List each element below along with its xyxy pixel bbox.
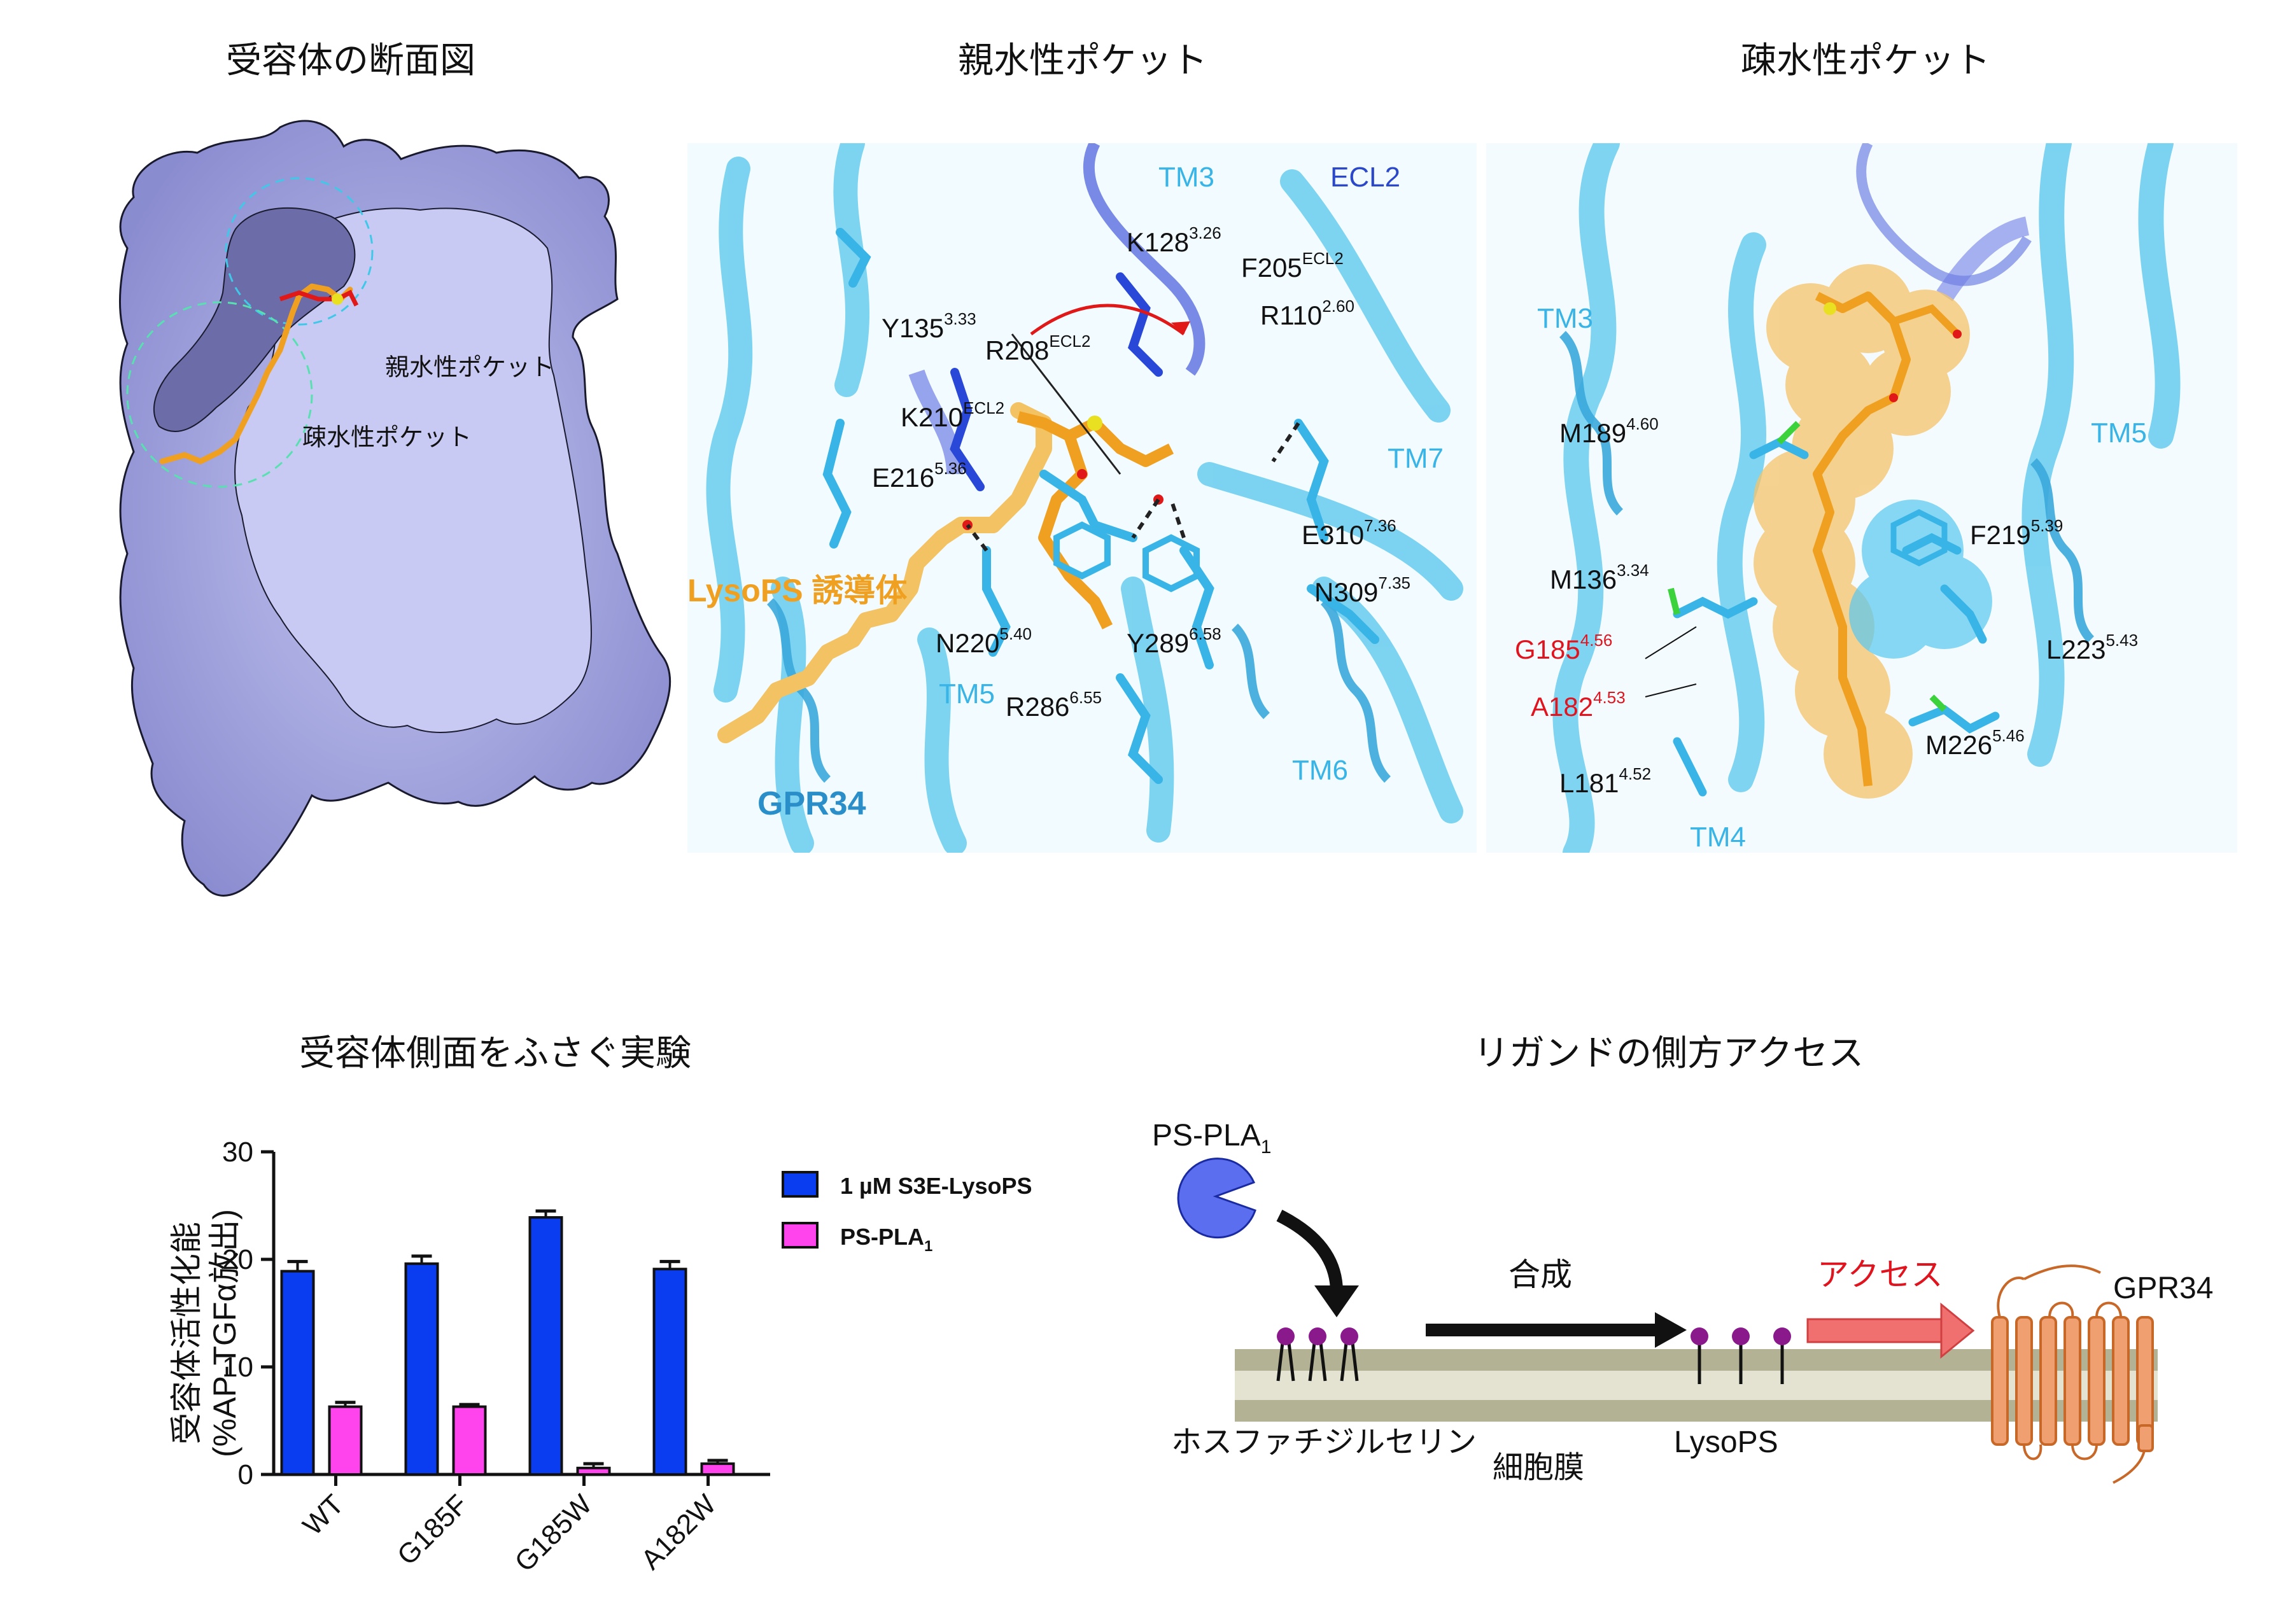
residue-label-n220: N2205.40: [936, 624, 1032, 658]
residue-label-r110: R1102.60: [1260, 297, 1354, 330]
bar-s3e-g185w: [528, 1216, 563, 1476]
gpr34-receptor-icon: [1991, 1316, 2154, 1446]
legend-swatch-pspla1: [782, 1222, 819, 1249]
residue-label-e310: E3107.36: [1302, 516, 1396, 550]
y-tick-label: 0: [238, 1459, 253, 1490]
residue-label-n309: N3097.35: [1314, 573, 1410, 607]
hydrophobic-pocket-circle: [126, 301, 313, 488]
residue-label-k128: K1283.26: [1127, 223, 1221, 257]
legend-swatch-s3e: [782, 1171, 819, 1198]
lateral-access-diagram: PS-PLA1 合成 アクセス: [1152, 1119, 2213, 1485]
residue-label-y135: Y1353.33: [882, 309, 976, 343]
synthesis-arrow-head: [1655, 1312, 1687, 1348]
bar-pspla1-g185f: [452, 1405, 487, 1476]
phosphatidylserine-label: ホスファチジルセリン: [1171, 1425, 1477, 1459]
curved-arrow-icon: [1276, 1210, 1343, 1292]
residue-label-r208: R208ECL2: [985, 332, 1090, 365]
tm5-label: TM5: [939, 678, 995, 710]
access-arrow-shaft: [1806, 1318, 1943, 1343]
residue-label-g185: G1854.56: [1515, 631, 1612, 664]
residue-label-y289: Y2896.58: [1127, 624, 1221, 658]
p3-tm3-label: TM3: [1537, 303, 1593, 334]
lysops-label: LysoPS: [1674, 1425, 1778, 1459]
category-label-g185w: G185W: [509, 1488, 598, 1578]
p3-residue-labels: M1894.60M1363.34G1854.56A1824.53L1814.52…: [1515, 414, 2138, 798]
phosphate-atom: [332, 293, 343, 305]
category-label-g185f: G185F: [391, 1488, 474, 1571]
bar-pspla1-wt: [328, 1405, 363, 1476]
y-tick-label: 30: [222, 1137, 253, 1168]
residue-label-l223: L2235.43: [2046, 631, 2138, 664]
residue-label-e216: E2165.36: [872, 459, 967, 493]
residue-label-m189: M1894.60: [1559, 414, 1659, 448]
bar-s3e-a182w: [652, 1268, 687, 1476]
tm3-label: TM3: [1158, 162, 1214, 193]
residue-label-k210: K210ECL2: [901, 398, 1004, 432]
panel2-title: 親水性ポケット: [958, 40, 1207, 81]
gpr34-schematic-label: GPR34: [2113, 1271, 2213, 1305]
enzyme-label: PS-PLA1: [1152, 1119, 1271, 1158]
cross-section-figure: 親水性ポケット 疎水性ポケット: [119, 120, 671, 897]
y-axis-label-line1: 受容体活性化能: [169, 1222, 204, 1445]
panel1-title: 受容体の断面図: [226, 40, 475, 81]
residue-label-f205: F205ECL2: [1241, 249, 1344, 283]
panel5-title: リガンドの側方アクセス: [1473, 1033, 1864, 1074]
bar-s3e-g185f: [404, 1262, 439, 1476]
bar-pspla1-g185w: [576, 1466, 611, 1476]
p3-tm5-label: TM5: [2091, 417, 2147, 449]
category-label-a182w: A182W: [635, 1488, 722, 1576]
hydrophilic-pocket-figure: TM3 ECL2 TM7 TM5 TM6 GPR34 LysoPS 誘導体 K1…: [687, 143, 1463, 853]
residue-label-r286: R2866.55: [1006, 688, 1102, 722]
ecl2-label: ECL2: [1330, 162, 1400, 193]
p3-tm4-label: TM4: [1690, 822, 1746, 853]
legend-label-s3e: 1 µM S3E-LysoPS: [840, 1173, 1032, 1199]
y-tick-label: 10: [222, 1352, 253, 1383]
hydrophobic-pocket-label: 疎水性ポケット: [302, 424, 472, 451]
hydrophilic-pocket-circle: [225, 177, 374, 326]
panel3-title: 疎水性ポケット: [1741, 40, 1990, 81]
bar-pspla1-a182w: [700, 1462, 735, 1476]
residue-label-m226: M2265.46: [1925, 726, 2025, 760]
synthesis-label: 合成: [1508, 1257, 1572, 1292]
hydrophilic-pocket-label: 親水性ポケット: [385, 354, 554, 381]
ligand-headgroup: [279, 290, 359, 307]
gpr34-label: GPR34: [757, 785, 866, 822]
hydrophilic-pocket-panel: TM3 ECL2 TM7 TM5 TM6 GPR34 LysoPS 誘導体 K1…: [687, 143, 1477, 853]
y-axis-label-line2: (%AP-TGFα放出): [207, 1209, 243, 1457]
cross-section-panel: 親水性ポケット 疎水性ポケット: [89, 108, 687, 923]
hydrophobic-pocket-figure: TM3 TM5 TM4 M1894.60M1363.34G1854.56A182…: [1515, 143, 2181, 853]
cut-plane: [234, 207, 592, 733]
residue-label-m136: M1363.34: [1550, 561, 1649, 594]
y-tick-label: 20: [222, 1244, 253, 1275]
membrane-label: 細胞膜: [1493, 1451, 1584, 1485]
residue-label-f219: F2195.39: [1970, 516, 2063, 550]
ligand-chain: [159, 283, 353, 465]
legend-label-pspla1: PS-PLA1: [840, 1224, 932, 1255]
tm7-label: TM7: [1388, 443, 1444, 474]
access-arrow-head: [1940, 1302, 1975, 1359]
panel4-title: 受容体側面をふさぐ実験: [299, 1033, 691, 1074]
pac-enzyme-icon: [1177, 1158, 1256, 1239]
phosphatidylserine-lipids: [1276, 1342, 1359, 1382]
bar-s3e-wt: [280, 1270, 315, 1476]
category-label-wt: WT: [297, 1488, 350, 1541]
synthesis-arrow-shaft: [1426, 1324, 1655, 1336]
lateral-access-panel: PS-PLA1 合成 アクセス: [1146, 1107, 2253, 1502]
pocket-cavity: [153, 207, 356, 433]
tm6-label: TM6: [1292, 755, 1348, 786]
residue-label-a182: A1824.53: [1531, 688, 1626, 722]
lysops-lipids: [1698, 1344, 1784, 1384]
ligand-label: LysoPS 誘導体: [687, 573, 907, 608]
access-label: アクセス: [1817, 1257, 1943, 1292]
residue-label-l181: L1814.52: [1559, 764, 1651, 798]
